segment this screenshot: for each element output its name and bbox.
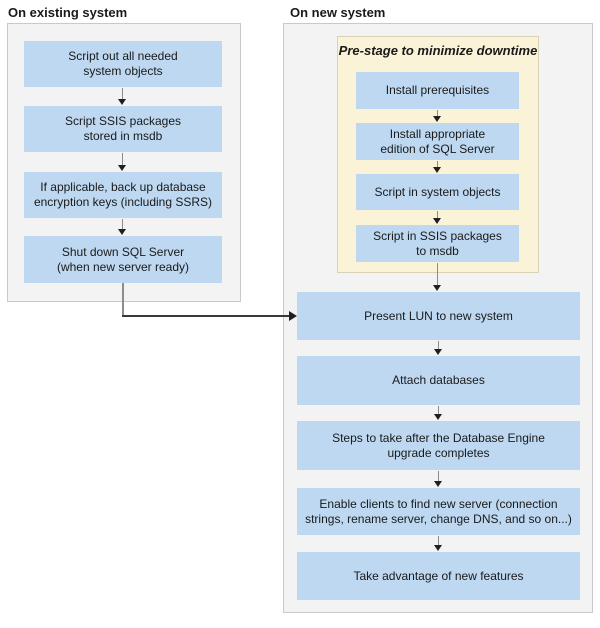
left-step-backup-keys: If applicable, back up database encrypti… [24, 172, 222, 218]
left-step-script-objects: Script out all needed system objects [24, 41, 222, 87]
left-panel-header: On existing system [8, 5, 128, 20]
flow-arrow-down-icon [117, 219, 128, 235]
right-step-post-upgrade: Steps to take after the Database Engine … [297, 421, 580, 470]
right-step-new-features: Take advantage of new features [297, 552, 580, 600]
connector-vertical-segment [122, 283, 124, 316]
right-step-attach-databases: Attach databases [297, 356, 580, 405]
flow-arrow-down-icon [432, 161, 443, 173]
flow-arrow-down-icon [433, 536, 444, 551]
prestage-step-install-edition: Install appropriate edition of SQL Serve… [356, 123, 519, 160]
right-panel-header: On new system [290, 5, 386, 20]
flow-arrow-down-icon [117, 88, 128, 105]
flow-arrow-down-icon [432, 211, 443, 224]
right-step-enable-clients: Enable clients to find new server (conne… [297, 488, 580, 535]
flow-arrow-down-icon [433, 471, 444, 487]
flow-arrow-down-icon [433, 406, 444, 420]
prestage-title: Pre-stage to minimize downtime [338, 43, 538, 58]
left-step-script-ssis: Script SSIS packages stored in msdb [24, 106, 222, 152]
flow-arrow-down-icon [432, 110, 443, 122]
prestage-step-prerequisites: Install prerequisites [356, 72, 519, 109]
flow-arrow-right-icon [289, 311, 297, 321]
left-step-shutdown: Shut down SQL Server (when new server re… [24, 236, 222, 283]
flow-arrow-down-icon [432, 263, 443, 291]
prestage-step-script-ssis: Script in SSIS packages to msdb [356, 225, 519, 262]
flow-arrow-down-icon [433, 341, 444, 355]
connector-horizontal-segment [122, 315, 289, 317]
flow-arrow-down-icon [117, 153, 128, 171]
prestage-step-script-objects: Script in system objects [356, 174, 519, 210]
right-step-present-lun: Present LUN to new system [297, 292, 580, 340]
